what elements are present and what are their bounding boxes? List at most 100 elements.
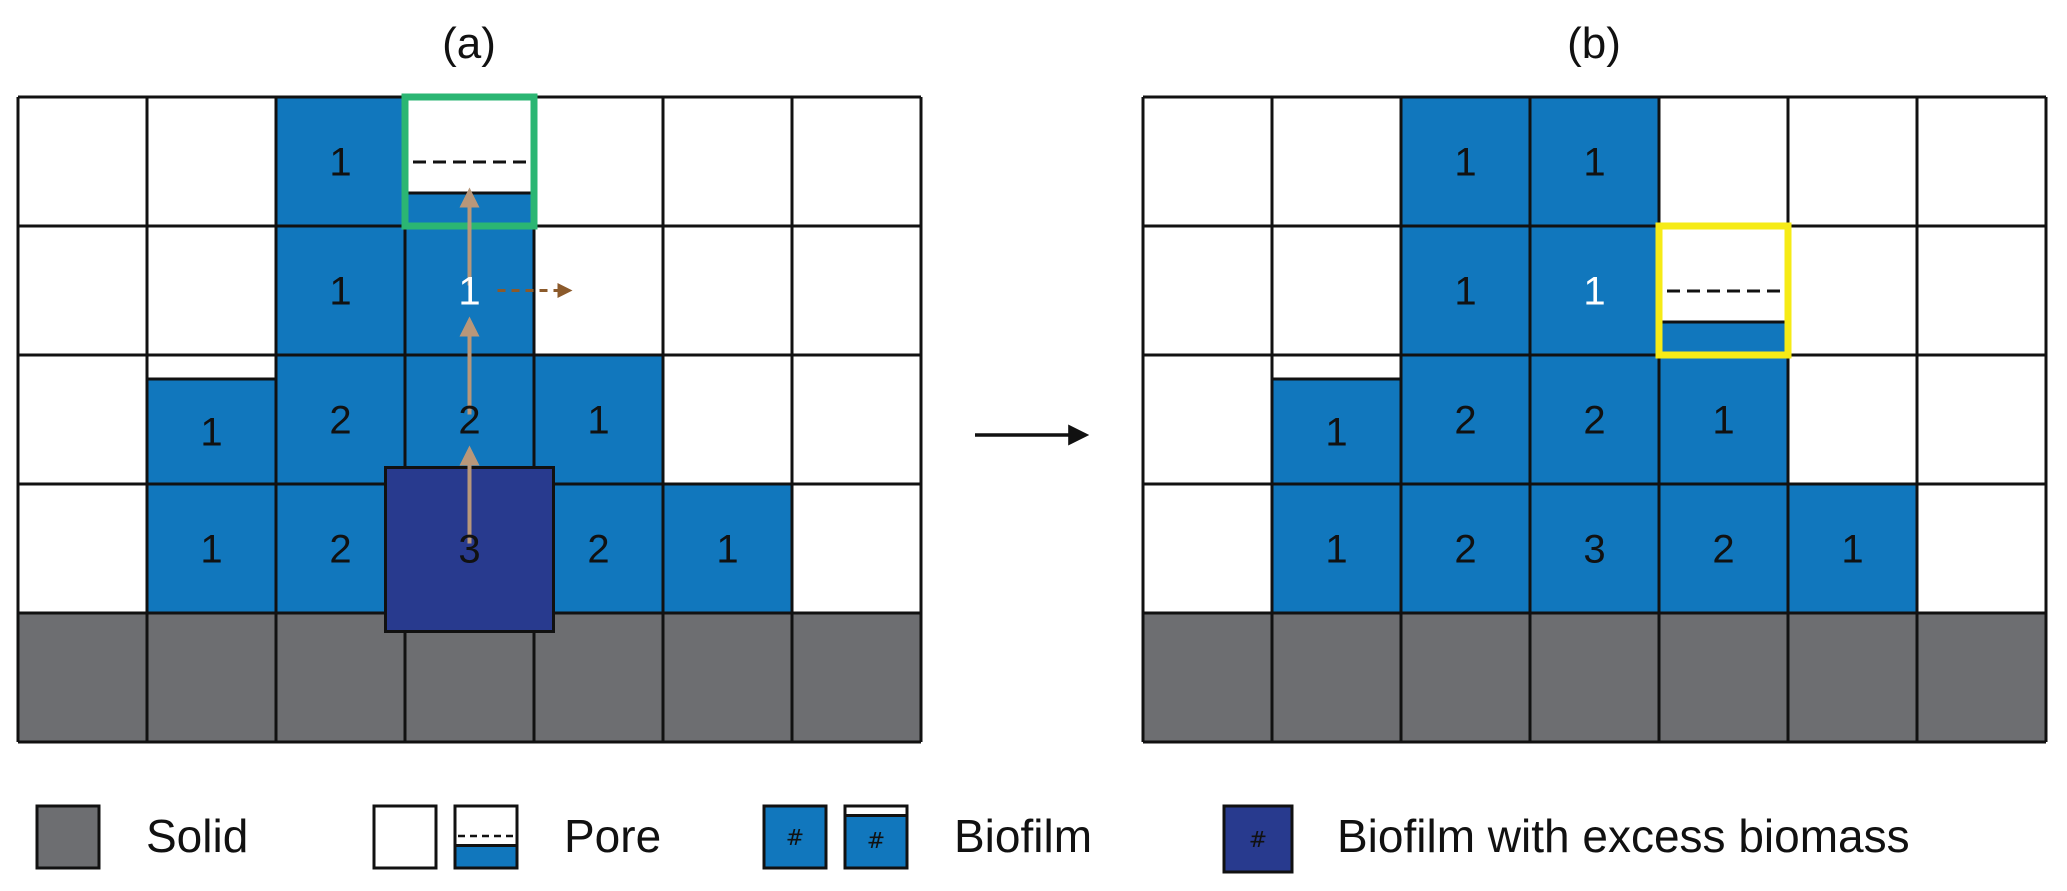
biofilm-layer-number: 1 — [329, 141, 351, 185]
solid-cell — [1272, 613, 1401, 742]
solid-cell — [534, 613, 663, 742]
biofilm-layer-number: 1 — [1325, 411, 1347, 455]
biofilm-cell — [663, 484, 792, 613]
biofilm-layer-number: 3 — [1583, 528, 1605, 572]
biofilm-layer-number: 1 — [1583, 270, 1605, 314]
biofilm-cell — [276, 355, 405, 484]
legend-pore-swatch — [372, 804, 438, 870]
legend-pore-partial-swatch — [453, 804, 519, 870]
solid-cell — [18, 613, 147, 742]
biofilm-cell — [1530, 226, 1659, 355]
legend-biofilm-hash: # — [786, 826, 804, 851]
biofilm-layer-number: 2 — [1712, 528, 1734, 572]
biofilm-cell — [1401, 97, 1530, 226]
pore-cell — [1788, 97, 1917, 226]
biofilm-layer-number: 1 — [716, 528, 738, 572]
biofilm-layer-number: 1 — [1841, 528, 1863, 572]
solid-cell — [1659, 613, 1788, 742]
panel-b-label: (b) — [1567, 19, 1621, 68]
pore-cell — [1143, 355, 1272, 484]
highlight-frame — [1655, 222, 1792, 359]
pore-cell — [1143, 226, 1272, 355]
pore-cell — [18, 226, 147, 355]
legend-biofilm-partial-hash: # — [867, 829, 885, 854]
biofilm-layer-number: 1 — [200, 528, 222, 572]
biofilm-layer-number: 2 — [1454, 399, 1476, 443]
biofilm-layer-number: 3 — [458, 528, 480, 572]
pore-cell — [1659, 97, 1788, 226]
pore-cell — [1917, 355, 2046, 484]
biofilm-cell — [147, 484, 276, 613]
solid-cell — [147, 613, 276, 742]
pore-cell — [663, 226, 792, 355]
legend-pore-label: Pore — [564, 810, 661, 862]
pore-cell — [1143, 97, 1272, 226]
biofilm-cell — [1530, 484, 1659, 613]
biofilm-layer-number: 1 — [1583, 141, 1605, 185]
biofilm-cell — [1788, 484, 1917, 613]
pore-cell — [534, 226, 663, 355]
solid-cell — [1530, 613, 1659, 742]
biofilm-layer-number: 2 — [1583, 399, 1605, 443]
pore-cell — [18, 484, 147, 613]
pore-cell — [1917, 226, 2046, 355]
biofilm-cell — [1659, 355, 1788, 484]
pore-cell — [663, 97, 792, 226]
biofilm-layer-number: 1 — [1454, 270, 1476, 314]
pore-cell — [792, 226, 921, 355]
biofilm-layer-number: 2 — [329, 399, 351, 443]
pore-cell — [18, 355, 147, 484]
biofilm-cell — [276, 97, 405, 226]
biofilm-cell — [1272, 379, 1401, 484]
legend-excess-swatch — [1222, 804, 1294, 874]
legend-solid-label: Solid — [146, 810, 248, 862]
solid-cell — [792, 613, 921, 742]
legend-biofilm-label: Biofilm — [954, 810, 1092, 862]
legend-excess-label: Biofilm with excess biomass — [1337, 810, 1910, 862]
pore-cell — [147, 226, 276, 355]
pore-cell — [792, 355, 921, 484]
biofilm-layer-number: 1 — [329, 270, 351, 314]
solid-cell — [663, 613, 792, 742]
biofilm-cell — [534, 484, 663, 613]
biofilm-cell — [1659, 484, 1788, 613]
biofilm-cell — [276, 484, 405, 613]
solid-cell — [405, 613, 534, 742]
solid-cell — [276, 613, 405, 742]
biofilm-cell — [1401, 484, 1530, 613]
pore-cell — [663, 355, 792, 484]
pore-cell — [534, 97, 663, 226]
biofilm-cell — [1530, 355, 1659, 484]
biofilm-layer-number: 1 — [587, 399, 609, 443]
pore-cell — [1917, 97, 2046, 226]
legend-solid-swatch — [35, 804, 101, 870]
pore-cell — [792, 484, 921, 613]
biofilm-layer-number: 2 — [458, 399, 480, 443]
pore-cell — [1788, 226, 1917, 355]
biofilm-cell — [1272, 484, 1401, 613]
pore-cell — [147, 97, 276, 226]
biofilm-cell — [1401, 355, 1530, 484]
biofilm-layer-number: 1 — [1454, 141, 1476, 185]
biofilm-layer-number: 2 — [329, 528, 351, 572]
pore-cell — [1788, 355, 1917, 484]
biofilm-layer-number: 1 — [200, 411, 222, 455]
biofilm-cell — [1401, 226, 1530, 355]
pore-cell — [1272, 226, 1401, 355]
pore-cell — [18, 97, 147, 226]
biofilm-cell — [147, 379, 276, 484]
legend: Solid Pore # # Biofilm # Biofilm with ex… — [35, 804, 1910, 874]
biofilm-cell — [1530, 97, 1659, 226]
partial-biofilm-fill — [1659, 322, 1788, 355]
biofilm-cell — [534, 355, 663, 484]
biofilm-layer-number: 1 — [1712, 399, 1734, 443]
solid-cell — [1143, 613, 1272, 742]
pore-cell — [1272, 97, 1401, 226]
biofilm-layer-number: 1 — [458, 270, 480, 314]
solid-cell — [1917, 613, 2046, 742]
solid-cell — [1401, 613, 1530, 742]
biofilm-cell — [276, 226, 405, 355]
